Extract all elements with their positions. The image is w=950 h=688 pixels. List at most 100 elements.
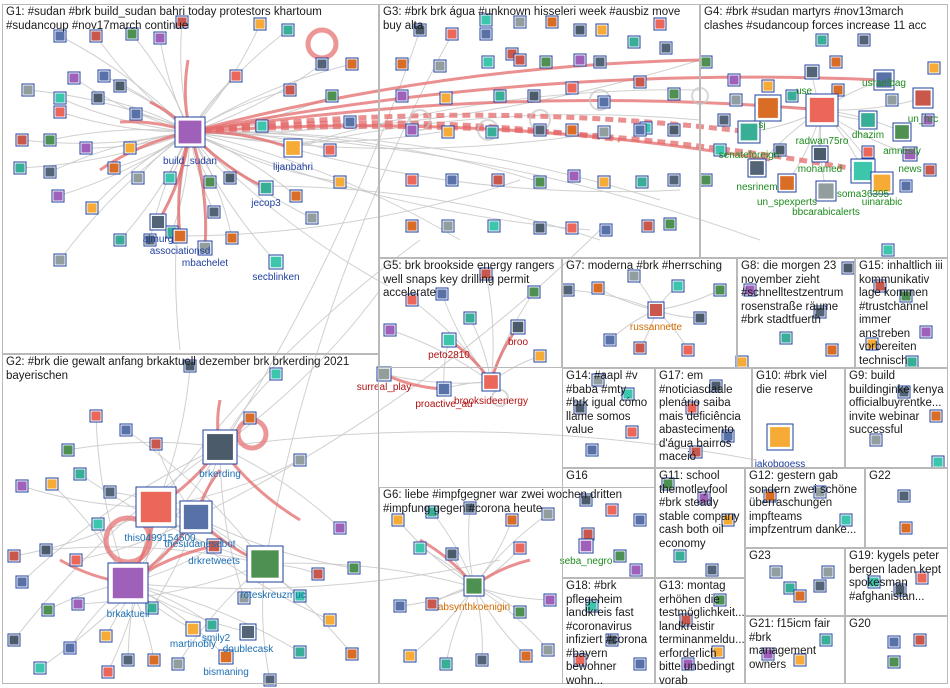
avatar-node[interactable]	[107, 161, 121, 175]
avatar-node[interactable]	[53, 105, 67, 119]
avatar-node[interactable]	[439, 91, 453, 105]
avatar-node[interactable]	[667, 123, 681, 137]
avatar-node[interactable]	[493, 89, 507, 103]
avatar-node[interactable]	[867, 575, 881, 589]
avatar-node[interactable]	[445, 173, 459, 187]
avatar-node[interactable]	[561, 283, 575, 297]
avatar-node[interactable]	[533, 123, 547, 137]
avatar-node[interactable]	[43, 165, 57, 179]
avatar-node[interactable]	[829, 55, 843, 69]
node-broo[interactable]	[510, 319, 526, 335]
node-absynthkoenigin[interactable]	[463, 575, 485, 597]
avatar-node[interactable]	[61, 443, 75, 457]
avatar-node[interactable]	[479, 13, 493, 27]
node-news[interactable]	[902, 146, 918, 162]
avatar-node[interactable]	[21, 83, 35, 97]
avatar-node[interactable]	[15, 575, 29, 589]
avatar-node[interactable]	[897, 385, 911, 399]
avatar-node[interactable]	[635, 175, 649, 189]
node-nesrinem[interactable]	[747, 158, 767, 178]
node-radwan75ro[interactable]	[805, 93, 839, 127]
node-senateforeign[interactable]	[737, 120, 761, 144]
avatar-node[interactable]	[599, 223, 613, 237]
avatar-node[interactable]	[435, 287, 449, 301]
avatar-node[interactable]	[783, 581, 797, 595]
avatar-node[interactable]	[659, 41, 673, 55]
avatar-node[interactable]	[41, 603, 55, 617]
avatar-node[interactable]	[565, 81, 579, 95]
avatar-node[interactable]	[605, 633, 619, 647]
avatar-node[interactable]	[143, 233, 157, 247]
avatar-node[interactable]	[131, 171, 145, 185]
avatar-node[interactable]	[633, 341, 647, 355]
avatar-node[interactable]	[425, 505, 439, 519]
avatar-node[interactable]	[475, 653, 489, 667]
avatar-node[interactable]	[573, 653, 587, 667]
avatar-node[interactable]	[565, 221, 579, 235]
avatar-node[interactable]	[597, 175, 611, 189]
avatar-node[interactable]	[821, 565, 835, 579]
avatar-node[interactable]	[125, 27, 139, 41]
avatar-node[interactable]	[813, 579, 827, 593]
avatar-node[interactable]	[441, 219, 455, 233]
avatar-node[interactable]	[697, 491, 711, 505]
avatar-node[interactable]	[323, 143, 337, 157]
avatar-node[interactable]	[491, 173, 505, 187]
avatar-node[interactable]	[225, 231, 239, 245]
node-brooksideenergy[interactable]	[481, 372, 501, 392]
avatar-node[interactable]	[897, 489, 911, 503]
node-un-spexperts[interactable]	[777, 173, 797, 193]
node-mohamed[interactable]	[811, 145, 829, 163]
avatar-node[interactable]	[761, 647, 775, 661]
avatar-node[interactable]	[579, 493, 593, 507]
avatar-node[interactable]	[595, 23, 609, 37]
node-jakobgoess[interactable]	[766, 423, 794, 451]
avatar-node[interactable]	[713, 143, 727, 157]
avatar-node[interactable]	[593, 55, 607, 69]
avatar-node[interactable]	[73, 467, 87, 481]
avatar-node[interactable]	[573, 23, 587, 37]
avatar-node[interactable]	[633, 75, 647, 89]
avatar-node[interactable]	[91, 517, 105, 531]
avatar-node[interactable]	[433, 59, 447, 73]
avatar-node[interactable]	[175, 15, 189, 29]
avatar-node[interactable]	[67, 71, 81, 85]
avatar-node[interactable]	[627, 269, 641, 283]
avatar-node[interactable]	[543, 593, 557, 607]
node-surreal-play[interactable]	[376, 366, 392, 382]
avatar-node[interactable]	[705, 563, 719, 577]
avatar-node[interactable]	[333, 175, 347, 189]
avatar-node[interactable]	[519, 649, 533, 663]
avatar-node[interactable]	[915, 571, 929, 585]
node-ajmurg[interactable]	[149, 213, 167, 231]
avatar-node[interactable]	[7, 549, 21, 563]
node-proactive-au[interactable]	[436, 381, 452, 397]
avatar-node[interactable]	[171, 657, 185, 671]
node-brkaktuell[interactable]	[107, 562, 149, 604]
avatar-node[interactable]	[585, 443, 599, 457]
node-doublecask[interactable]	[239, 623, 257, 641]
avatar-node[interactable]	[45, 477, 59, 491]
node-smily2[interactable]	[205, 618, 219, 632]
avatar-node[interactable]	[673, 549, 687, 563]
avatar-node[interactable]	[541, 507, 555, 521]
avatar-node[interactable]	[681, 657, 695, 671]
avatar-node[interactable]	[413, 541, 427, 555]
avatar-node[interactable]	[145, 601, 159, 615]
avatar-node[interactable]	[539, 55, 553, 69]
avatar-node[interactable]	[567, 169, 581, 183]
avatar-node[interactable]	[573, 53, 587, 67]
avatar-node[interactable]	[899, 179, 913, 193]
avatar-node[interactable]	[69, 553, 83, 567]
avatar-node[interactable]	[481, 55, 495, 69]
avatar-node[interactable]	[743, 283, 757, 297]
node-build-sudan[interactable]	[174, 116, 206, 148]
avatar-node[interactable]	[345, 647, 359, 661]
avatar-node[interactable]	[463, 501, 477, 515]
avatar-node[interactable]	[865, 337, 879, 351]
avatar-node[interactable]	[513, 605, 527, 619]
avatar-node[interactable]	[885, 93, 899, 107]
avatar-node[interactable]	[927, 61, 941, 75]
avatar-node[interactable]	[333, 521, 347, 535]
avatar-node[interactable]	[681, 343, 695, 357]
